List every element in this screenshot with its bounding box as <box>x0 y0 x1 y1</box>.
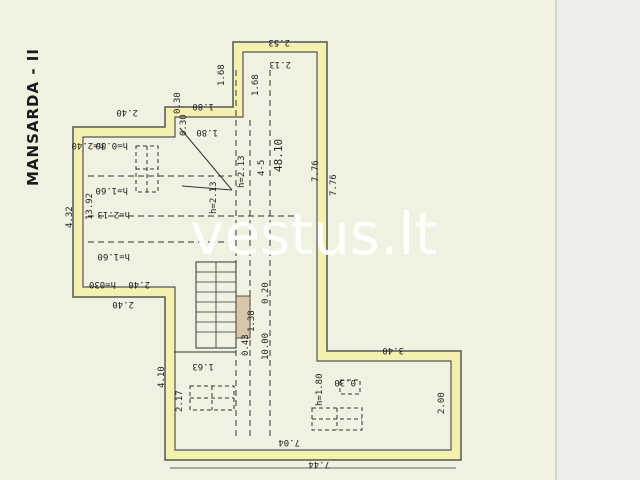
label-ridge: 4-5 <box>257 160 267 176</box>
dim-stair-len: 10.00 <box>261 333 271 360</box>
dim-stair-width: 1.38 <box>247 310 257 332</box>
stair-landing <box>235 295 251 339</box>
dim-stair-note: 0.43 <box>241 334 251 356</box>
skylight-upper <box>135 145 159 193</box>
dim-stair-bottom: 1.63 <box>192 361 214 371</box>
dim-step-mid2: 1.80 <box>196 127 218 137</box>
label-h-top2: h=2.40 <box>71 140 104 150</box>
label-area: 48.10 <box>272 139 285 172</box>
dim-left-lower: 4.10 <box>157 366 167 388</box>
dim-bottom-inner: 7.04 <box>278 437 300 447</box>
dim-lower-left-wall: 2.17 <box>175 390 185 412</box>
roof-slope-line <box>179 127 233 191</box>
dim-bottom-step-right: 3.40 <box>382 345 404 355</box>
outer-wall-outline <box>72 41 462 461</box>
label-h-160b: h=1.60 <box>97 251 130 261</box>
dim-bottom-left-step: 2.40 <box>112 299 134 309</box>
paper-edge <box>556 0 640 480</box>
dim-step-top: 2.40 <box>116 107 138 117</box>
dim-step-mid: 1.80 <box>192 101 214 111</box>
dim-right-upper-a: 2.13 <box>269 59 291 69</box>
staircase <box>174 261 251 353</box>
label-h-top: h=0.80 <box>95 140 128 150</box>
label-h-030: h=030 <box>89 279 116 289</box>
skylight-lower-right <box>311 379 363 431</box>
label-lower-small: 0.30 <box>334 377 356 387</box>
dim-right-long-b: 7.76 <box>329 174 339 196</box>
watermark-text: vestus.lt <box>190 200 437 268</box>
dim-top-width: 2.53 <box>268 37 290 47</box>
label-stair-h: h=2.13 <box>209 181 219 214</box>
outer-wall <box>73 42 461 460</box>
dim-step-small: 0.30 <box>173 92 183 114</box>
label-lower-h: h=1.80 <box>315 373 325 406</box>
label-h-213: h=2.13 <box>97 209 130 219</box>
dim-step-small-2: 0.30 <box>179 114 189 136</box>
dim-stair-sub: 0.20 <box>261 282 271 304</box>
dim-left-upper-a: 1.68 <box>217 64 227 86</box>
roof-slope-line-2 <box>181 185 233 191</box>
dim-right-lower: 2.00 <box>437 392 447 414</box>
label-left-stack: 13.92 <box>85 193 95 220</box>
dim-right-long-a: 7.76 <box>311 160 321 182</box>
label-h-center: h=2.13 <box>237 155 247 188</box>
dim-left-height: 4.32 <box>65 206 75 228</box>
inner-wall-outline <box>82 51 452 451</box>
skylight-lower-left <box>189 385 235 411</box>
dim-bottom-width: 7.44 <box>308 459 330 469</box>
label-h-160a: h=1.60 <box>95 185 128 195</box>
height-lines <box>88 70 300 440</box>
dim-right-upper-b: 1.68 <box>251 74 261 96</box>
plan-title: MANSARDA - II <box>24 48 42 186</box>
label-step-wall: 2.40 <box>128 279 150 289</box>
